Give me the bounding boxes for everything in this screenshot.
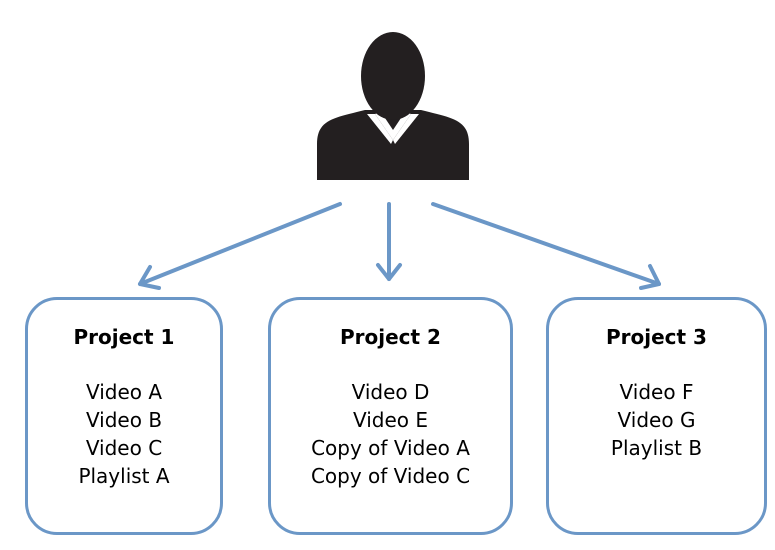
project-item: Video A <box>85 380 163 404</box>
arrow-to-project-1 <box>138 202 342 290</box>
project-item: Playlist B <box>610 436 703 460</box>
project-item: Video B <box>85 408 163 432</box>
arrow-to-project-3 <box>431 202 661 290</box>
project-item: Video F <box>619 380 694 404</box>
person-icon <box>317 32 469 180</box>
project-item: Copy of Video A <box>311 436 470 460</box>
project-item: Video G <box>617 408 696 432</box>
arrow-to-project-2 <box>376 202 402 281</box>
project-item: Video D <box>351 380 430 404</box>
project-item: Video C <box>85 436 163 460</box>
project-title: Project 3 <box>606 325 707 349</box>
project-item: Video E <box>352 408 429 432</box>
project-title: Project 1 <box>73 325 175 349</box>
project-item-list: Video A Video B Video C Playlist A <box>28 378 220 490</box>
project-item: Copy of Video C <box>310 464 471 488</box>
project-box-2: Project 2 Video D Video E Copy of Video … <box>268 297 513 535</box>
project-box-3: Project 3 Video F Video G Playlist B <box>546 297 767 535</box>
project-item-list: Video F Video G Playlist B <box>549 378 764 462</box>
project-item-list: Video D Video E Copy of Video A Copy of … <box>271 378 510 490</box>
project-title: Project 2 <box>340 325 441 349</box>
project-box-1: Project 1 Video A Video B Video C Playli… <box>25 297 223 535</box>
project-item: Playlist A <box>78 464 170 488</box>
